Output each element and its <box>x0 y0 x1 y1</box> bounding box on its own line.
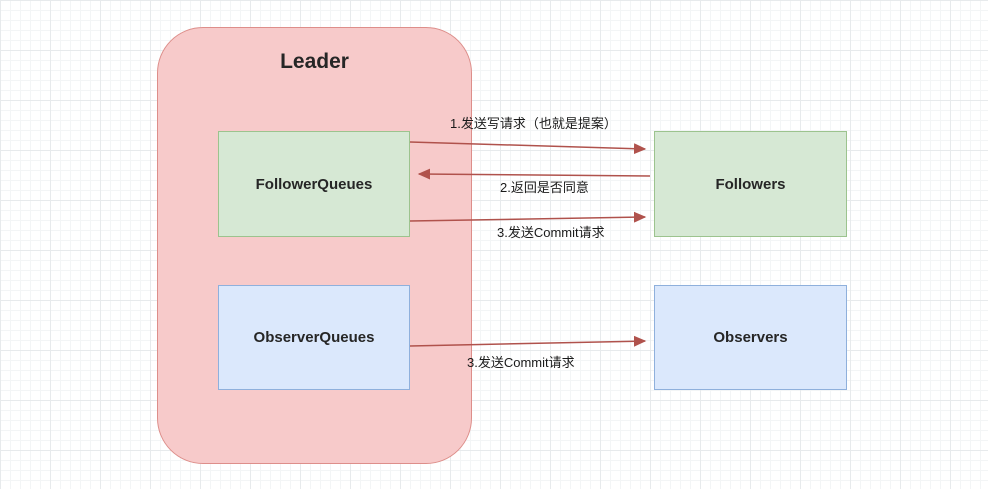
leader-container[interactable]: Leader <box>157 27 472 464</box>
node-observer-queues-label: ObserverQueues <box>253 329 375 346</box>
edge-label-commit-observers: 3.发送Commit请求 <box>467 355 575 370</box>
node-observers[interactable]: Observers <box>654 285 847 390</box>
node-follower-queues[interactable]: FollowerQueues <box>218 131 410 237</box>
node-observers-label: Observers <box>713 329 788 346</box>
node-followers-label: Followers <box>715 175 786 193</box>
edge-label-write-request: 1.发送写请求（也就是提案） <box>450 116 617 131</box>
leader-label: Leader <box>280 50 349 73</box>
node-followers[interactable]: Followers <box>654 131 847 237</box>
node-follower-queues-label: FollowerQueues <box>255 175 373 193</box>
edge-label-commit-followers: 3.发送Commit请求 <box>497 225 605 240</box>
edge-label-return-agree: 2.返回是否同意 <box>500 180 589 195</box>
node-observer-queues[interactable]: ObserverQueues <box>218 285 410 390</box>
